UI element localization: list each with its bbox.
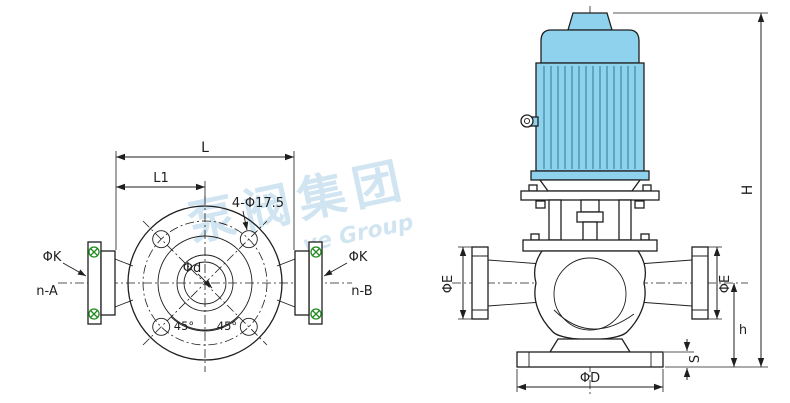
motor-top-cap [567,12,613,31]
phi-k-left-callout: ΦK [43,250,87,277]
dim-label-h: h [739,323,747,338]
casing-bolt-right [640,233,650,241]
right-flange-bolt-marker-top [310,246,322,258]
right-flange-neck [276,258,296,308]
dim-phi-E-right: ΦE [708,246,733,320]
bolt-hole [152,317,171,336]
left-flange-neck [114,258,134,308]
pump-casing [471,246,709,368]
dim-label-S: S [688,355,703,363]
dim-L1: L1 [116,171,206,199]
bore-circle-inner [183,261,227,305]
motor-cooling-fins [543,66,636,169]
top-view: L L1 4-Φ17.5 ΦK ΦK n-A n-B Φd [36,140,373,372]
volute-spiral-arc [553,309,635,330]
volute-casing [534,250,646,341]
bolt-hole [239,317,258,336]
base-plate-detail-lines [528,352,652,367]
phi-e-right-label: ΦE [718,275,733,293]
right-side-flange [276,241,323,325]
bracket-bolt-right [634,200,645,209]
suction-pipe [487,259,543,307]
coupling-upper [580,199,600,213]
motor-end-bell [538,179,642,192]
dim-H: H [613,12,768,367]
left-flange-bolt-marker-bottom [88,308,100,320]
suction-flange [471,246,489,320]
motor-fan-cover [540,29,640,64]
discharge-flange [691,246,709,320]
lantern-bracket [520,184,660,252]
front-view: ΦE ΦE h S ΦD [441,6,768,396]
dim-L-extension-lines [115,151,295,250]
left-flange-inner-plate [100,250,116,316]
angle-arc-right [204,316,240,332]
phi-d-label: Φd [183,261,201,276]
dim-label-L: L [201,140,209,156]
bolt-circle [142,220,268,346]
bolt-hole [152,230,171,249]
pump-shaft [582,221,598,241]
bolt-hole [239,230,258,249]
motor-stool-plate [520,190,660,201]
left-flange-bolt-marker-top [88,246,100,258]
bolt-hole-callout: 4-Φ17.5 [232,196,284,231]
dim-phi-E-left: ΦE [441,246,472,320]
bracket-bolt-left [535,200,546,209]
angle-label-right: 45° [217,319,237,333]
dim-label-phi-D: ΦD [580,371,600,386]
angle-arc-left [170,316,206,332]
coupling-middle [576,211,604,223]
casing-bolt-left [530,233,540,241]
phi-k-left-leader [62,262,87,277]
lifting-eye-hole [523,117,531,125]
motor-body [535,62,645,172]
dim-L: L [115,140,295,250]
left-side-flange [87,241,134,325]
lifting-eye-icon [520,114,534,128]
phi-k-right-callout: ΦK [323,250,368,277]
phi-d-callout: Φd [183,261,213,289]
right-flange-inner-plate [294,250,310,316]
stool-bolt-right [642,184,652,192]
outer-flange-circle [127,205,283,361]
right-flange-bolt-marker-bottom [310,308,322,320]
n-b-label: n-B [351,284,372,299]
dim-label-L1: L1 [153,171,169,186]
flange-bolt-lines [472,255,708,311]
stool-bolt-left [528,184,538,192]
bore-circle-outer [176,254,234,312]
casing-cover-plate [522,239,658,252]
dim-S: S [664,339,703,380]
angle-label-left: 45° [174,319,194,333]
dim-phi-D: ΦD [516,369,664,392]
dim-label-H: H [740,185,756,196]
impeller-chamber [553,257,627,331]
dim-h: h [665,283,768,368]
motor-base-flange [530,170,650,181]
discharge-pipe [637,259,693,307]
phi-k-right-leader [323,262,348,277]
bracket-column-left [548,199,562,241]
phi-e-left-label: ΦE [441,275,456,293]
base-plate [516,351,664,368]
pedestal [548,338,632,353]
bolt-callout-label: 4-Φ17.5 [232,196,284,211]
n-a-label: n-A [36,284,58,299]
bolt-callout-leader [242,210,249,231]
phi-k-left-label: ΦK [43,250,62,265]
motor [520,12,650,192]
phi-d-leader [197,273,213,289]
bracket-column-right [618,199,632,241]
phi-k-right-label: ΦK [349,250,368,265]
raised-face-circle [157,235,253,331]
